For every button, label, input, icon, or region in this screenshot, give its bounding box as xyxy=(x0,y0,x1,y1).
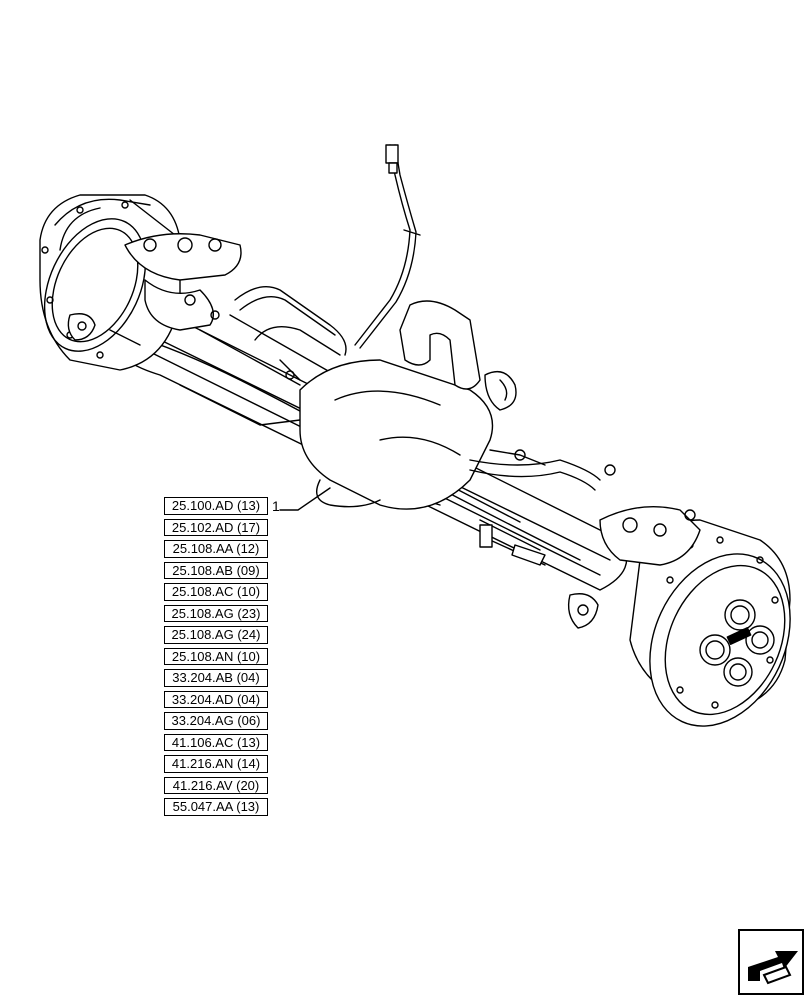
reference-link[interactable]: 33.204.AD (04) xyxy=(164,690,268,708)
reference-link[interactable]: 25.100.AD (13) xyxy=(164,497,268,515)
reference-link[interactable]: 55.047.AA (13) xyxy=(164,798,268,816)
reference-link[interactable]: 25.108.AB (09) xyxy=(164,561,268,579)
reference-link[interactable]: 41.216.AV (20) xyxy=(164,776,268,794)
reference-link[interactable]: 25.108.AG (23) xyxy=(164,604,268,622)
left-wheel-hub xyxy=(39,194,242,371)
differential-housing xyxy=(299,300,517,510)
callout-number: 1 xyxy=(272,498,280,514)
reference-link[interactable]: 41.216.AN (14) xyxy=(164,755,268,773)
next-page-arrow-icon[interactable] xyxy=(738,929,804,995)
hydraulic-lines xyxy=(234,286,616,491)
reference-link[interactable]: 25.102.AD (17) xyxy=(164,518,268,536)
reference-link[interactable]: 33.204.AG (06) xyxy=(164,712,268,730)
callout-leader-line xyxy=(279,487,331,511)
sensor-cable xyxy=(354,144,421,349)
reference-link[interactable]: 25.108.AA (12) xyxy=(164,540,268,558)
reference-link[interactable]: 25.108.AG (24) xyxy=(164,626,268,644)
reference-link[interactable]: 25.108.AN (10) xyxy=(164,647,268,665)
right-wheel-hub xyxy=(479,506,791,727)
reference-list: 25.100.AD (13) 25.102.AD (17) 25.108.AA … xyxy=(164,497,268,820)
reference-link[interactable]: 33.204.AB (04) xyxy=(164,669,268,687)
reference-link[interactable]: 25.108.AC (10) xyxy=(164,583,268,601)
reference-link[interactable]: 41.106.AC (13) xyxy=(164,733,268,751)
